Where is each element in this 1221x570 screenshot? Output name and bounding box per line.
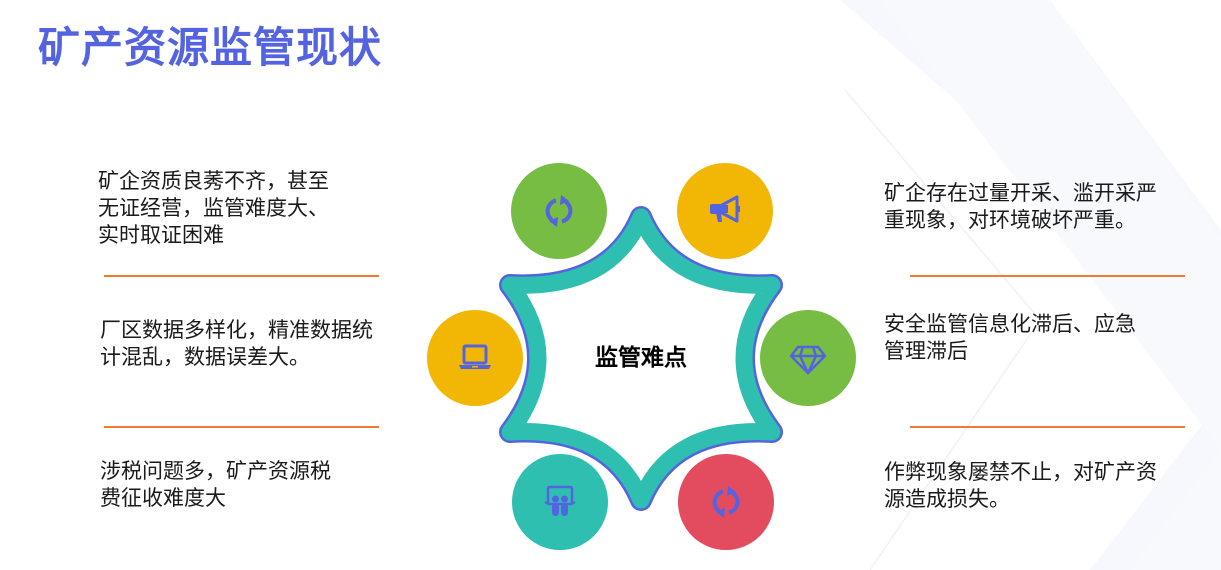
megaphone-icon: [710, 195, 740, 223]
circle-bottom-left: [512, 454, 608, 550]
center-label: 监管难点: [595, 345, 687, 371]
text-line: 管理滞后: [884, 339, 968, 363]
text-line: 计混乱，数据误差大。: [100, 345, 310, 369]
left-item-1-text: 矿企资质良莠不齐，甚至 无证经营，监管难度大、 实时取证困难: [98, 168, 329, 249]
left-divider-1: [104, 275, 379, 277]
text-line: 源造成损失。: [884, 487, 1010, 511]
right-divider-1: [910, 275, 1185, 277]
right-item-2-text: 安全监管信息化滞后、应急 管理滞后: [884, 311, 1136, 365]
page-title: 矿产资源监管现状: [38, 23, 383, 72]
right-item-1-text: 矿企存在过量开采、滥开采严 重现象，对环境破坏严重。: [884, 180, 1157, 234]
diamond-icon: [789, 345, 827, 375]
circle-top-left: [511, 163, 607, 259]
right-divider-2: [910, 426, 1185, 428]
text-line: 重现象，对环境破坏严重。: [884, 208, 1136, 232]
circle-bottom-right: [678, 454, 774, 550]
text-line: 矿企资质良莠不齐，甚至: [98, 169, 329, 193]
refresh-icon: [712, 486, 740, 518]
circle-top-right: [677, 163, 773, 259]
left-divider-2: [104, 426, 379, 428]
text-line: 涉税问题多，矿产资源税: [100, 459, 331, 483]
laptop-icon: [459, 344, 491, 369]
text-line: 厂区数据多样化，精准数据统: [100, 318, 373, 342]
presentation-board-icon: [544, 485, 576, 516]
left-item-3-text: 涉税问题多，矿产资源税 费征收难度大: [100, 458, 331, 512]
text-line: 费征收难度大: [100, 486, 226, 510]
text-line: 矿企存在过量开采、滥开采严: [884, 181, 1157, 205]
text-line: 无证经营，监管难度大、: [98, 196, 329, 220]
circle-right: [760, 310, 856, 406]
text-line: 安全监管信息化滞后、应急: [884, 312, 1136, 336]
left-item-2-text: 厂区数据多样化，精准数据统 计混乱，数据误差大。: [100, 317, 373, 371]
refresh-icon: [545, 195, 573, 227]
text-line: 作弊现象屡禁不止，对矿产资: [884, 460, 1157, 484]
right-item-3-text: 作弊现象屡禁不止，对矿产资 源造成损失。: [884, 459, 1157, 513]
text-line: 实时取证困难: [98, 223, 224, 247]
circle-left: [427, 310, 523, 406]
